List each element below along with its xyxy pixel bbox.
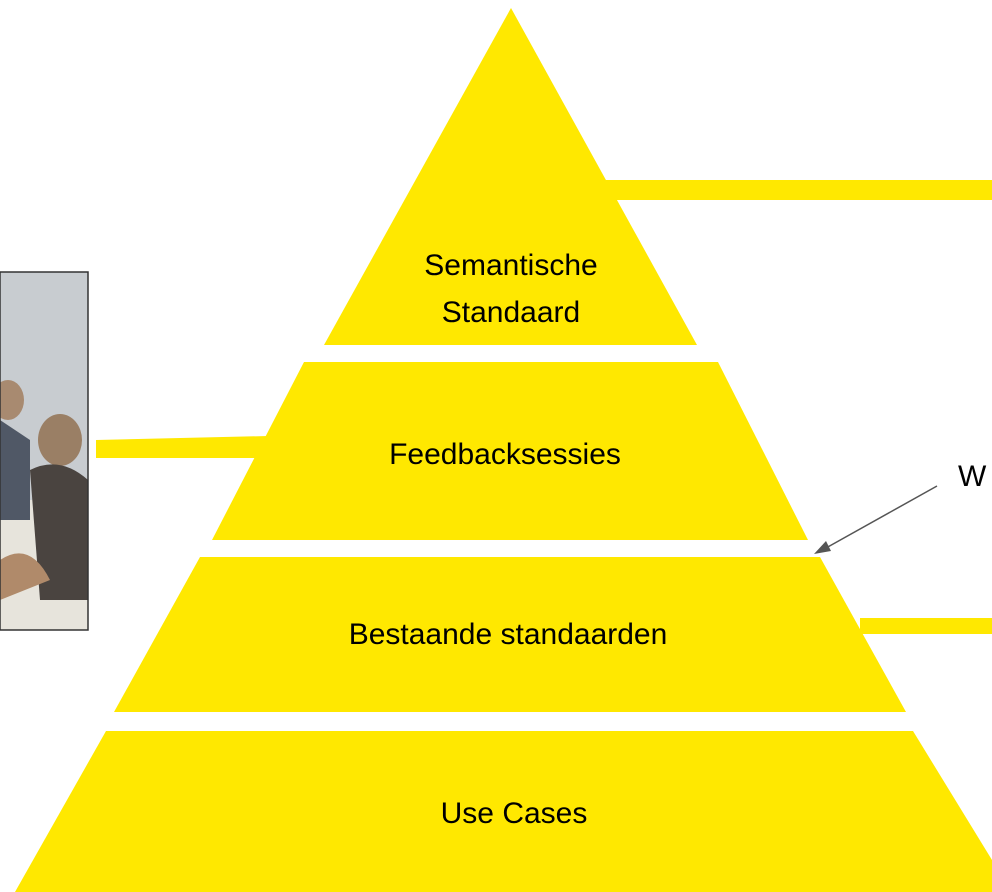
pyramid bbox=[15, 8, 992, 892]
tier-use-cases bbox=[15, 731, 992, 892]
tier-label-semantische-line2: Standaard bbox=[442, 296, 580, 329]
tier-bestaande-standaarden bbox=[114, 557, 906, 712]
connectors bbox=[96, 180, 992, 634]
callout-arrowhead-icon bbox=[814, 541, 831, 554]
connector-bottom-right bbox=[860, 618, 992, 634]
connector-top-right bbox=[600, 180, 992, 200]
tier-label-bestaande-standaarden: Bestaande standaarden bbox=[349, 618, 668, 651]
tier-label-semantische-line1: Semantische bbox=[424, 249, 597, 282]
tier-feedbacksessies bbox=[212, 362, 808, 540]
tier-semantische-standaard bbox=[324, 8, 697, 345]
callout-arrow-line bbox=[825, 485, 938, 549]
connector-left bbox=[96, 436, 268, 458]
tier-label-feedbacksessies: Feedbacksessies bbox=[389, 438, 621, 471]
tier-label-use-cases: Use Cases bbox=[441, 797, 588, 830]
team-photo bbox=[0, 271, 89, 631]
photo-border bbox=[0, 271, 89, 631]
callout: W bbox=[814, 460, 987, 554]
callout-text: W bbox=[958, 460, 987, 493]
